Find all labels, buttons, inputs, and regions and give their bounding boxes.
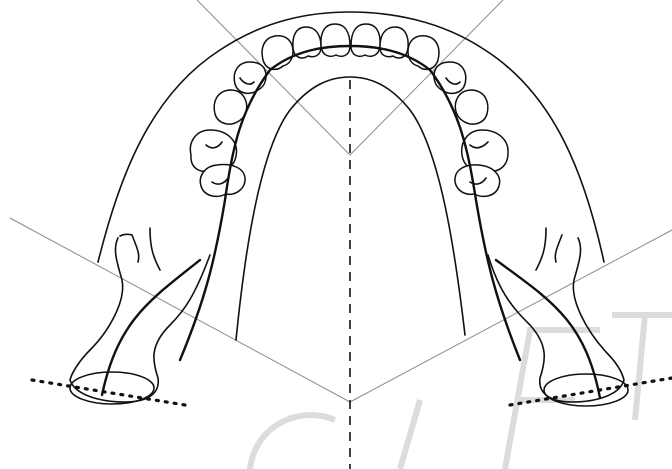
tooth-incisor bbox=[293, 27, 321, 58]
tooth-molar bbox=[200, 165, 245, 197]
tooth-incisor bbox=[351, 24, 380, 56]
left-condyle bbox=[70, 372, 154, 404]
tooth-molar bbox=[455, 165, 500, 197]
tooth-premolar bbox=[434, 62, 466, 93]
tooth-row bbox=[190, 24, 508, 196]
tooth-incisor bbox=[380, 27, 408, 58]
tooth-incisor bbox=[321, 24, 350, 56]
watermark-marks bbox=[250, 315, 672, 469]
tooth-premolar bbox=[234, 62, 266, 93]
left-ramus-curve bbox=[102, 260, 200, 395]
tooth-premolar bbox=[455, 90, 488, 124]
guide-line-lower-left bbox=[10, 218, 350, 402]
left-ramus bbox=[32, 228, 210, 405]
guide-lines bbox=[10, 0, 672, 402]
